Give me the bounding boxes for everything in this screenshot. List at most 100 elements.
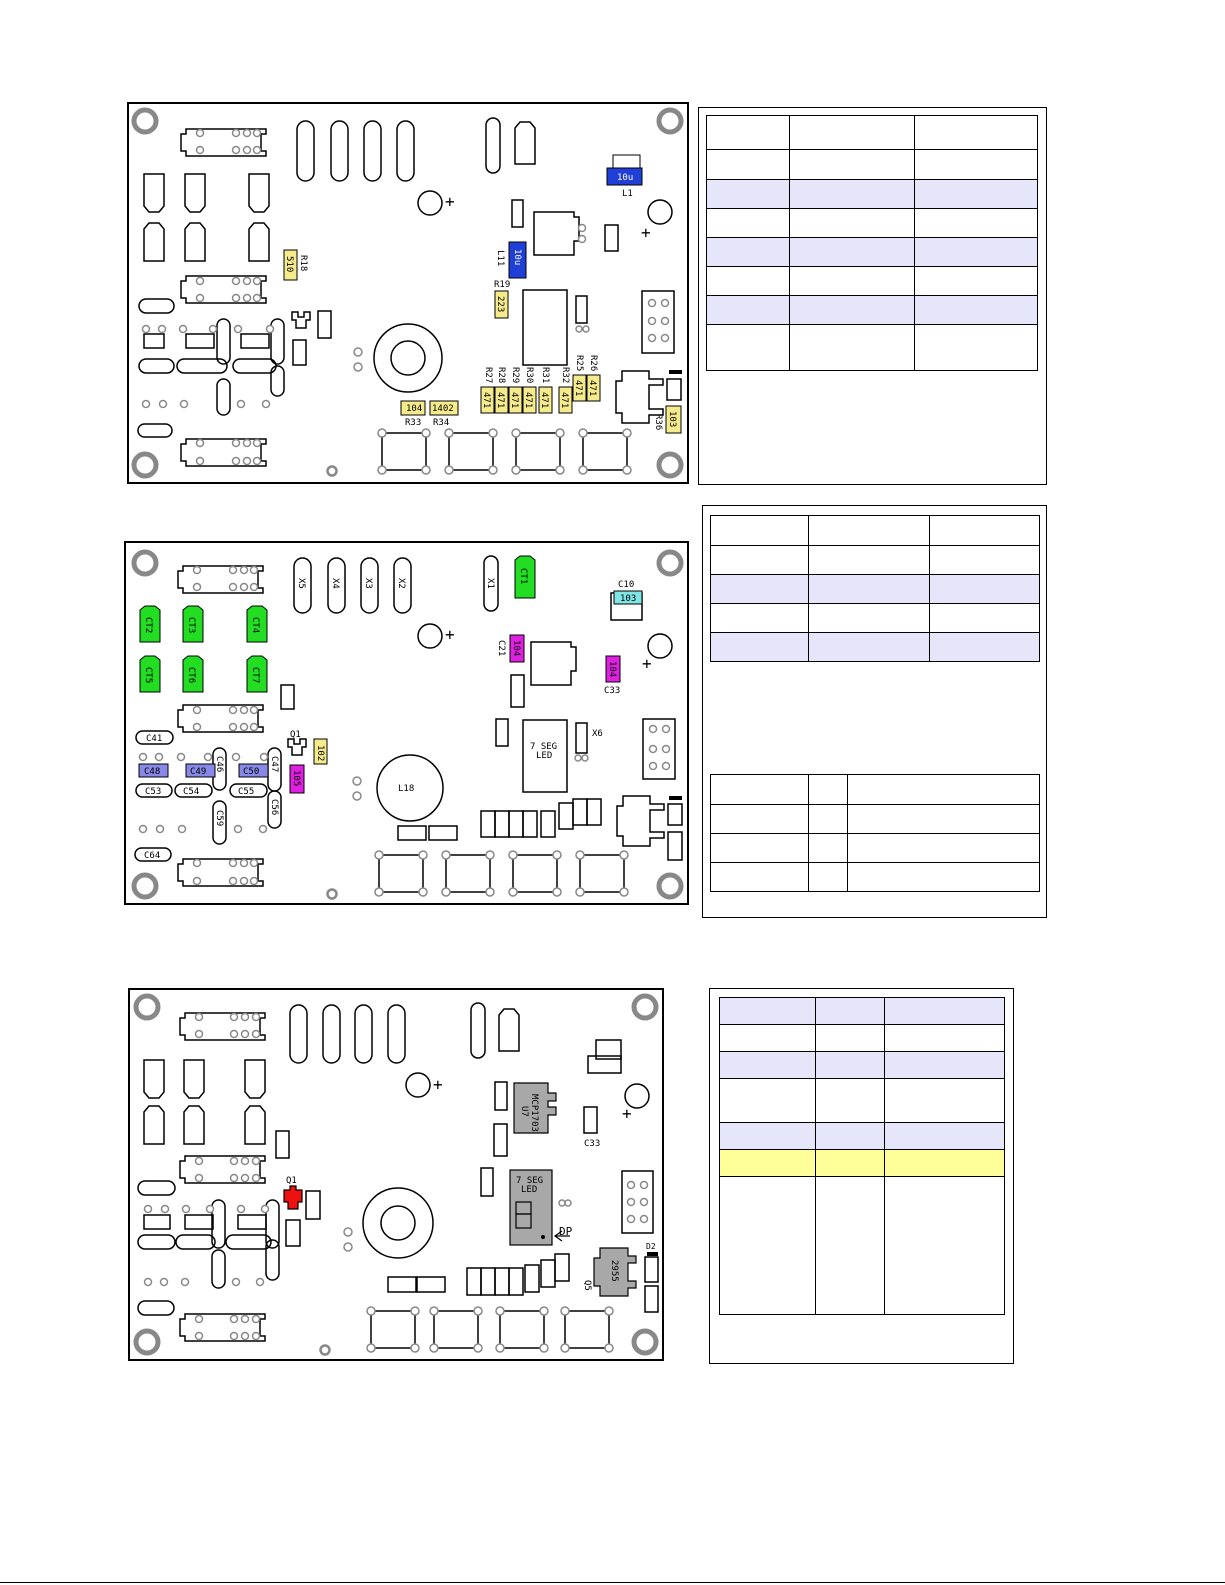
r25-ref: R25 (574, 355, 584, 371)
q5-regulator (593, 1247, 637, 1297)
pcb-feature (194, 1156, 204, 1166)
pcb-feature (194, 1012, 204, 1022)
pcb-feature (249, 722, 259, 732)
pcb-feature (508, 887, 518, 897)
c41-label: C41 (146, 734, 162, 744)
c21-capacitor (509, 634, 525, 663)
trimmer-outer (373, 323, 443, 393)
page-bottom-rule (0, 1582, 1225, 1583)
header-bottom (180, 438, 267, 467)
pcb-feature (252, 128, 262, 138)
pcb-feature (242, 293, 252, 303)
table-row (706, 295, 1038, 325)
c33-value: 104 (607, 661, 617, 677)
pcb-feature (647, 316, 657, 326)
r19-resistor (494, 290, 509, 319)
pcb-feature (421, 428, 431, 438)
pcb-feature (205, 1204, 215, 1214)
pcb-feature (133, 993, 161, 1021)
c21-ref: C21 (496, 640, 506, 656)
pcb-feature (354, 1004, 373, 1064)
pcb-feature (251, 1314, 261, 1324)
pcb-feature (539, 1306, 549, 1316)
pcb-feature (131, 549, 159, 577)
electrolytic-cap (417, 190, 443, 216)
pcb-feature (418, 850, 428, 860)
r27-ref: R27 (483, 367, 493, 383)
pcb-feature (485, 887, 495, 897)
table-row (706, 324, 1038, 371)
pcb-feature (229, 1012, 239, 1022)
pcb-feature (575, 722, 588, 754)
pcb-feature (275, 1130, 290, 1159)
pcb-feature (228, 705, 238, 715)
c50-capacitor (238, 763, 269, 778)
r18-ref: R18 (298, 255, 308, 271)
to92 (184, 173, 206, 213)
pcb-feature (231, 438, 241, 448)
pcb-feature (195, 293, 205, 303)
pcb-feature (192, 858, 202, 868)
c10-value: 103 (620, 594, 636, 604)
pcb-feature (249, 858, 259, 868)
r30-value: 471 (523, 392, 533, 408)
r25-value: 471 (573, 380, 583, 396)
parts-table-panel-1 (698, 107, 1047, 485)
r33-ref: R33 (405, 418, 421, 428)
pcb-feature (631, 993, 659, 1021)
c49-label: C49 (190, 767, 206, 777)
pcb-feature (259, 752, 269, 762)
pcb-feature (498, 1008, 520, 1052)
r27-value: 471 (481, 392, 491, 408)
r34-value: 1402 (432, 404, 454, 414)
slot (396, 120, 415, 182)
led-marker (669, 370, 682, 374)
x1-label: X1 (485, 578, 495, 589)
smd-pad (240, 333, 270, 349)
pcb-feature (261, 399, 271, 409)
pcb-feature (470, 1002, 486, 1059)
pcb-feature (564, 1310, 610, 1349)
pcb-feature (554, 1253, 570, 1282)
pcb-feature (252, 293, 262, 303)
r29-ref: R29 (510, 367, 520, 383)
pcb-feature (287, 738, 307, 756)
r36-ref: R36 (653, 414, 663, 430)
to92 (184, 222, 206, 262)
pcb-feature (208, 324, 218, 334)
pcb-feature (378, 854, 424, 893)
pcb-feature (177, 858, 264, 887)
table-row (706, 266, 1038, 296)
smd-pad (292, 339, 307, 366)
pcb-feature (143, 1214, 171, 1230)
polarity-plus: + (445, 625, 455, 644)
r19-ref: R19 (494, 280, 510, 290)
table-row (706, 149, 1038, 180)
pcb-feature (195, 128, 205, 138)
pcb-feature (626, 1214, 636, 1224)
pcb-feature (360, 557, 379, 614)
pcb-feature (242, 145, 252, 155)
pcb-feature (135, 783, 173, 798)
pcb-feature (228, 876, 238, 886)
c33-label: C33 (584, 1139, 600, 1149)
pcb-feature (530, 641, 577, 686)
pcb-feature (493, 1123, 508, 1157)
pcb-feature (441, 887, 451, 897)
pcb-feature (231, 293, 241, 303)
pcb-feature (508, 850, 518, 860)
l11-inductor (508, 241, 527, 279)
pcb-feature (249, 565, 259, 575)
pcb-feature (192, 705, 202, 715)
ct2-trimmer-cap (139, 605, 161, 643)
l1-value: 10u (617, 173, 633, 183)
pcb-feature (285, 1219, 301, 1247)
x3-label: X3 (363, 578, 373, 589)
seg-line2: LED (536, 751, 552, 761)
pcb-feature (195, 276, 205, 286)
pcb-feature (352, 791, 362, 801)
polarity-plus: + (445, 192, 455, 211)
dp-label: DP (559, 1225, 573, 1238)
pcb-feature (289, 1004, 308, 1064)
table-row (706, 115, 1038, 150)
